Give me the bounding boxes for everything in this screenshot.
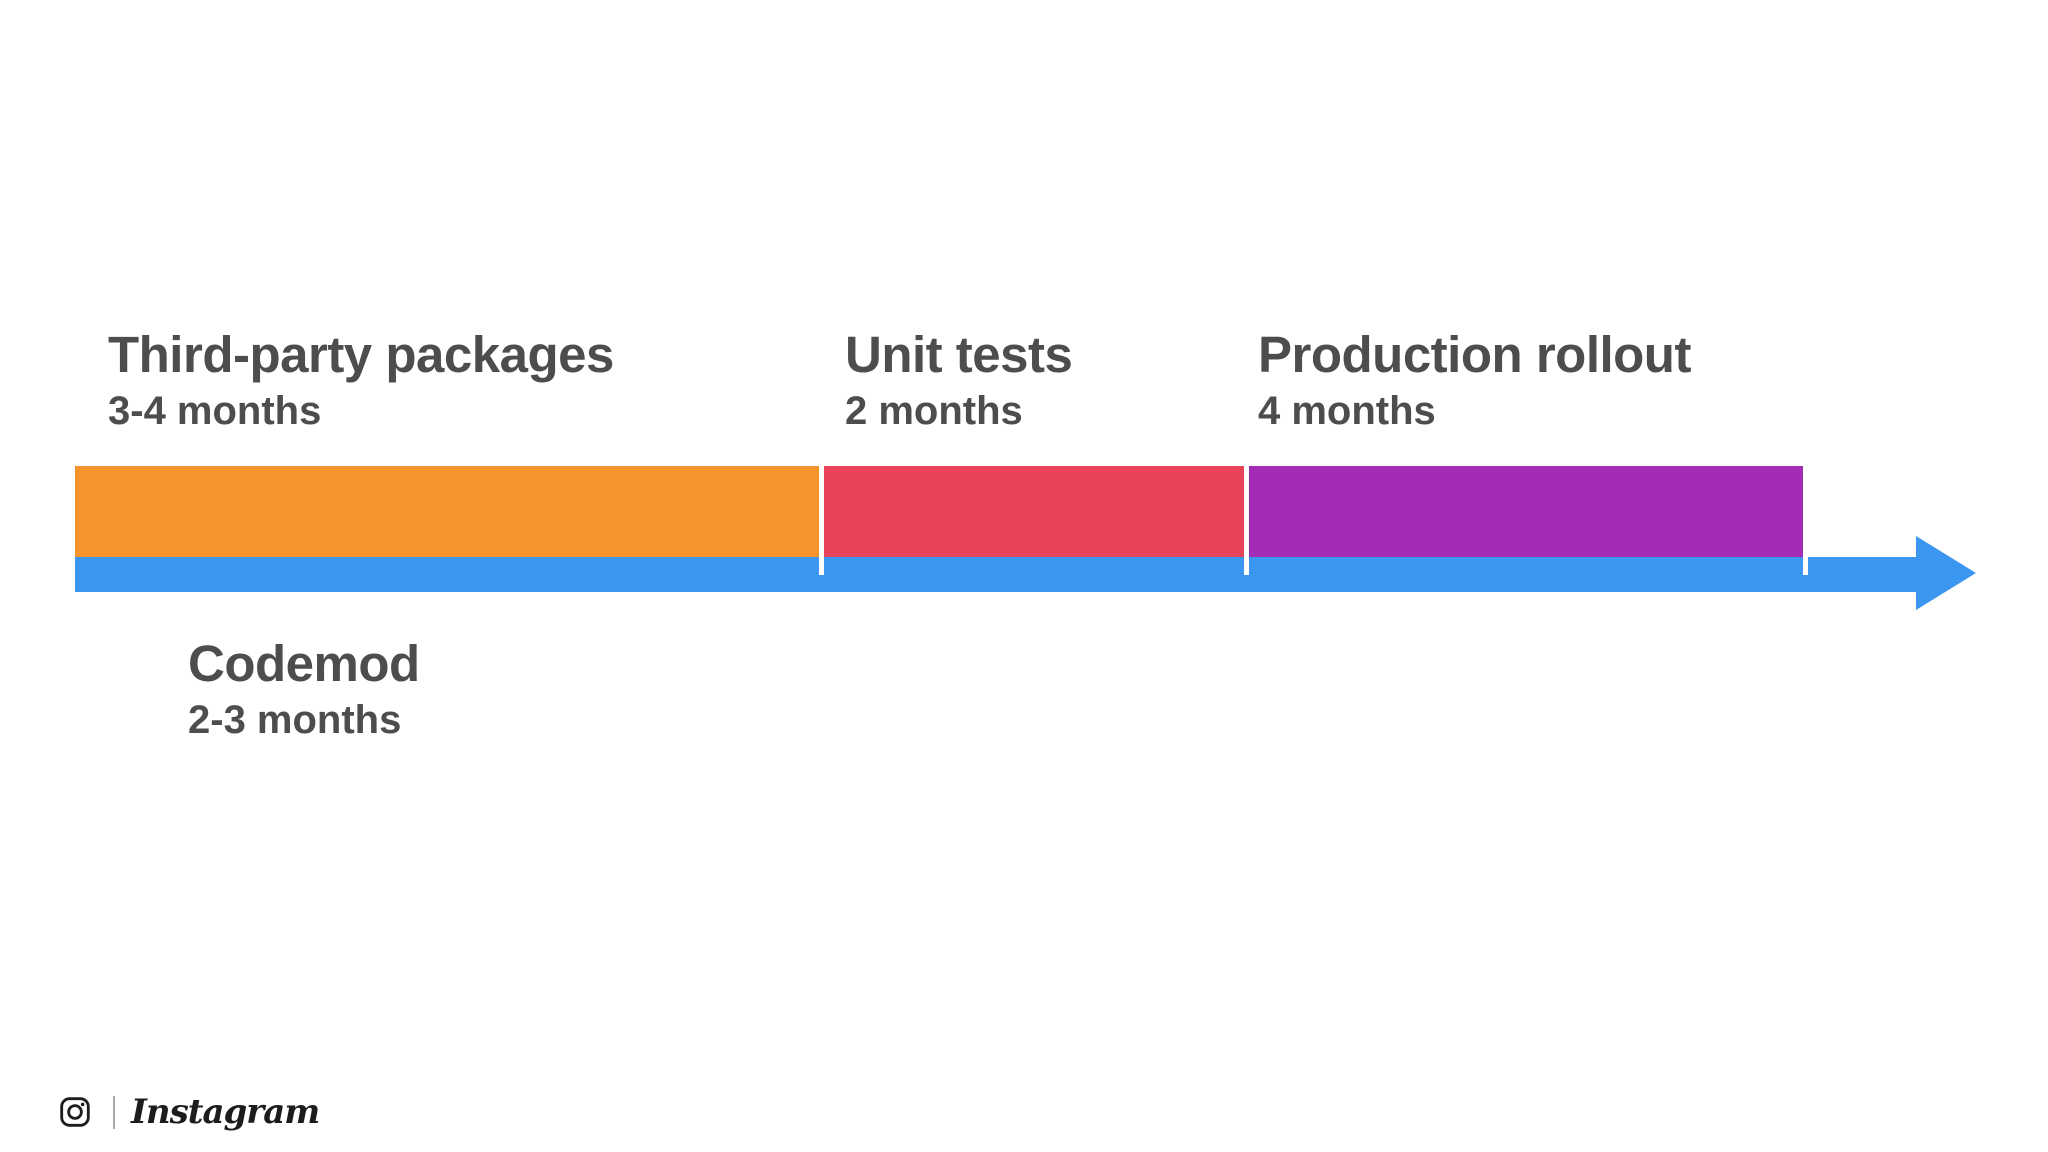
instagram-camera-icon (60, 1097, 90, 1127)
codemod-title: Codemod (188, 635, 420, 692)
phase-label-third-party: Third-party packages 3-4 months (108, 328, 614, 434)
footer-brand: Instagram (58, 1092, 320, 1132)
instagram-wordmark: Instagram (131, 1092, 320, 1132)
phase-duration: 2 months (845, 389, 1023, 433)
phase-duration: 3-4 months (108, 389, 322, 433)
phase-title: Production rollout (1258, 326, 1691, 383)
segment-third-party-packages (75, 466, 819, 557)
codemod-timeline-bar (75, 557, 1916, 592)
segment-unit-tests (824, 466, 1244, 557)
phase-label-unit-tests: Unit tests 2 months (845, 326, 1073, 434)
timeline-arrowhead-icon (1916, 536, 1976, 610)
codemod-label: Codemod 2-3 months (188, 637, 420, 743)
footer-divider (113, 1095, 115, 1129)
phase-duration: 4 months (1258, 389, 1436, 433)
codemod-duration: 2-3 months (188, 698, 402, 742)
phase-label-production-rollout: Production rollout 4 months (1258, 328, 1691, 434)
segment-divider (1803, 466, 1808, 575)
segment-divider (819, 466, 824, 575)
segment-divider (1244, 466, 1249, 575)
phase-title: Third-party packages (108, 326, 614, 383)
phase-title: Unit tests (845, 326, 1073, 383)
segment-production-rollout (1249, 466, 1803, 557)
